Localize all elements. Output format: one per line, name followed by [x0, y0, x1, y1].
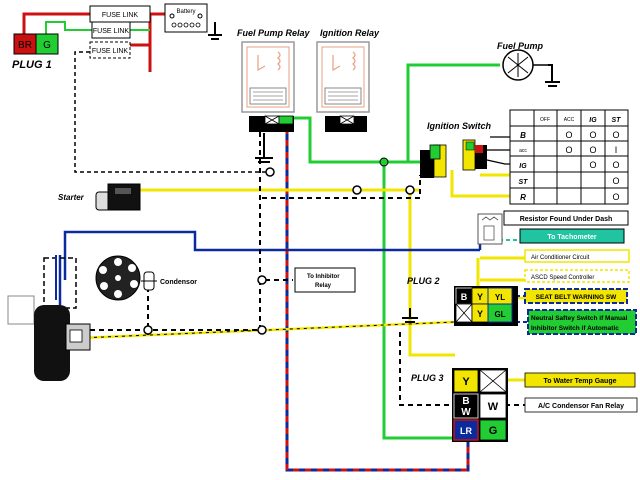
ac-fan-label: A/C Condensor Fan Relay — [538, 403, 624, 410]
ig-row-ig: IG — [519, 163, 527, 170]
seat-belt-label: SEAT BELT WARNING SW — [536, 294, 618, 301]
neutral-label-1: Neutral Saftey Switch if Manual — [531, 315, 628, 322]
plug1-pin-br: BR — [18, 40, 32, 51]
condensor-label: Condensor — [160, 279, 197, 286]
ig-row-st: ST — [519, 179, 529, 186]
ig-cell: I — [615, 145, 618, 155]
tachometer-label: To Tachometer — [547, 234, 596, 241]
plug2-pin-gl: GL — [494, 310, 505, 319]
battery: Battery — [164, 3, 208, 33]
plug3-title: PLUG 3 — [411, 373, 444, 383]
plug2-pin-yl: YL — [495, 293, 505, 302]
ig-cell: O — [612, 176, 619, 186]
plug1-title: PLUG 1 — [12, 59, 52, 71]
plug2: PLUG 2 B Y YL Y GL — [407, 276, 518, 326]
fuse-links: FUSE LINK FUSE LINK FUSE LINK — [89, 5, 151, 59]
battery-label: Battery — [176, 9, 195, 15]
ig-row-acc: acc — [519, 148, 527, 154]
ig-cell: O — [612, 130, 619, 140]
plug3-pin-b: B — [462, 396, 469, 407]
ig-cell: O — [612, 192, 619, 202]
fuse-link-1-label: FUSE LINK — [102, 12, 139, 19]
ignition-coil — [7, 255, 91, 381]
ig-cell: O — [565, 130, 572, 140]
plug2-pin-y2: Y — [477, 309, 483, 319]
ig-header-ig: IG — [589, 117, 597, 124]
neutral-label-2: Inhibitor Switch if Automatic — [531, 325, 619, 332]
ascd-label: ASCD Speed Controller — [531, 275, 594, 281]
ignition-relay: Ignition Relay — [316, 28, 380, 132]
starter: Starter — [58, 183, 141, 211]
plug3-pin-g: G — [489, 425, 498, 437]
ig-cell: O — [612, 160, 619, 170]
plug2-pin-y1: Y — [477, 292, 483, 302]
ig-header-acc: ACC — [564, 117, 575, 123]
ig-cell: O — [589, 145, 596, 155]
fuel-pump: Fuel Pump — [497, 41, 548, 81]
red-feed-wires — [22, 12, 165, 72]
junction-dots — [143, 157, 415, 335]
ig-row-r: R — [520, 193, 526, 202]
fuel-pump-relay: Fuel Pump Relay — [237, 28, 311, 132]
green-feed-wire — [45, 21, 150, 34]
ig-cell: O — [565, 145, 572, 155]
plug3-labels: To Water Temp Gauge A/C Condensor Fan Re… — [524, 372, 638, 413]
plug3-pin-w-right: W — [488, 401, 499, 413]
condensor: Condensor — [141, 271, 197, 291]
ig-row-b: B — [520, 131, 526, 140]
fuel-pump-relay-label: Fuel Pump Relay — [237, 28, 311, 38]
plug1: BR G PLUG 1 — [12, 33, 59, 71]
plug3: PLUG 3 Y B W W LR G — [411, 368, 508, 442]
ignition-relay-label: Ignition Relay — [320, 28, 380, 38]
tachometer: To Tachometer — [519, 228, 625, 244]
distributor-cap — [95, 255, 141, 301]
ig-header-st: ST — [612, 117, 622, 124]
air-conditioner-label: Air Conditioner Circuit — [531, 255, 590, 261]
starter-label: Starter — [58, 193, 85, 202]
plug3-pin-w-left: W — [461, 407, 471, 418]
plug2-pin-b: B — [461, 292, 468, 302]
fuse-link-3-label: FUSE LINK — [92, 48, 129, 55]
ignition-switch-title: Ignition Switch — [427, 121, 491, 131]
blue-wires — [58, 230, 482, 305]
fuse-link-2-label: FUSE LINK — [93, 28, 130, 35]
resistor: Resistor Found Under Dash — [477, 210, 629, 245]
ground-symbols — [208, 22, 560, 323]
plug2-labels: Air Conditioner Circuit ASCD Speed Contr… — [524, 249, 637, 335]
ig-cell: O — [589, 160, 596, 170]
fuel-pump-label: Fuel Pump — [497, 41, 544, 51]
resistor-label: Resistor Found Under Dash — [520, 216, 613, 223]
blue-red-striped-wire — [285, 128, 470, 472]
plug2-title: PLUG 2 — [407, 276, 440, 286]
plug3-pin-y: Y — [462, 376, 470, 388]
plug3-pin-lr: LR — [460, 426, 472, 436]
ignition-switch: Ignition Switch OFF ACC IG ST — [420, 109, 629, 205]
green-wires — [290, 63, 500, 440]
dashed-feed-wire — [74, 51, 270, 173]
water-temp-label: To Water Temp Gauge — [544, 378, 617, 385]
ig-header-off: OFF — [540, 117, 550, 123]
plug1-pin-g: G — [43, 40, 51, 51]
ig-cell: O — [589, 130, 596, 140]
